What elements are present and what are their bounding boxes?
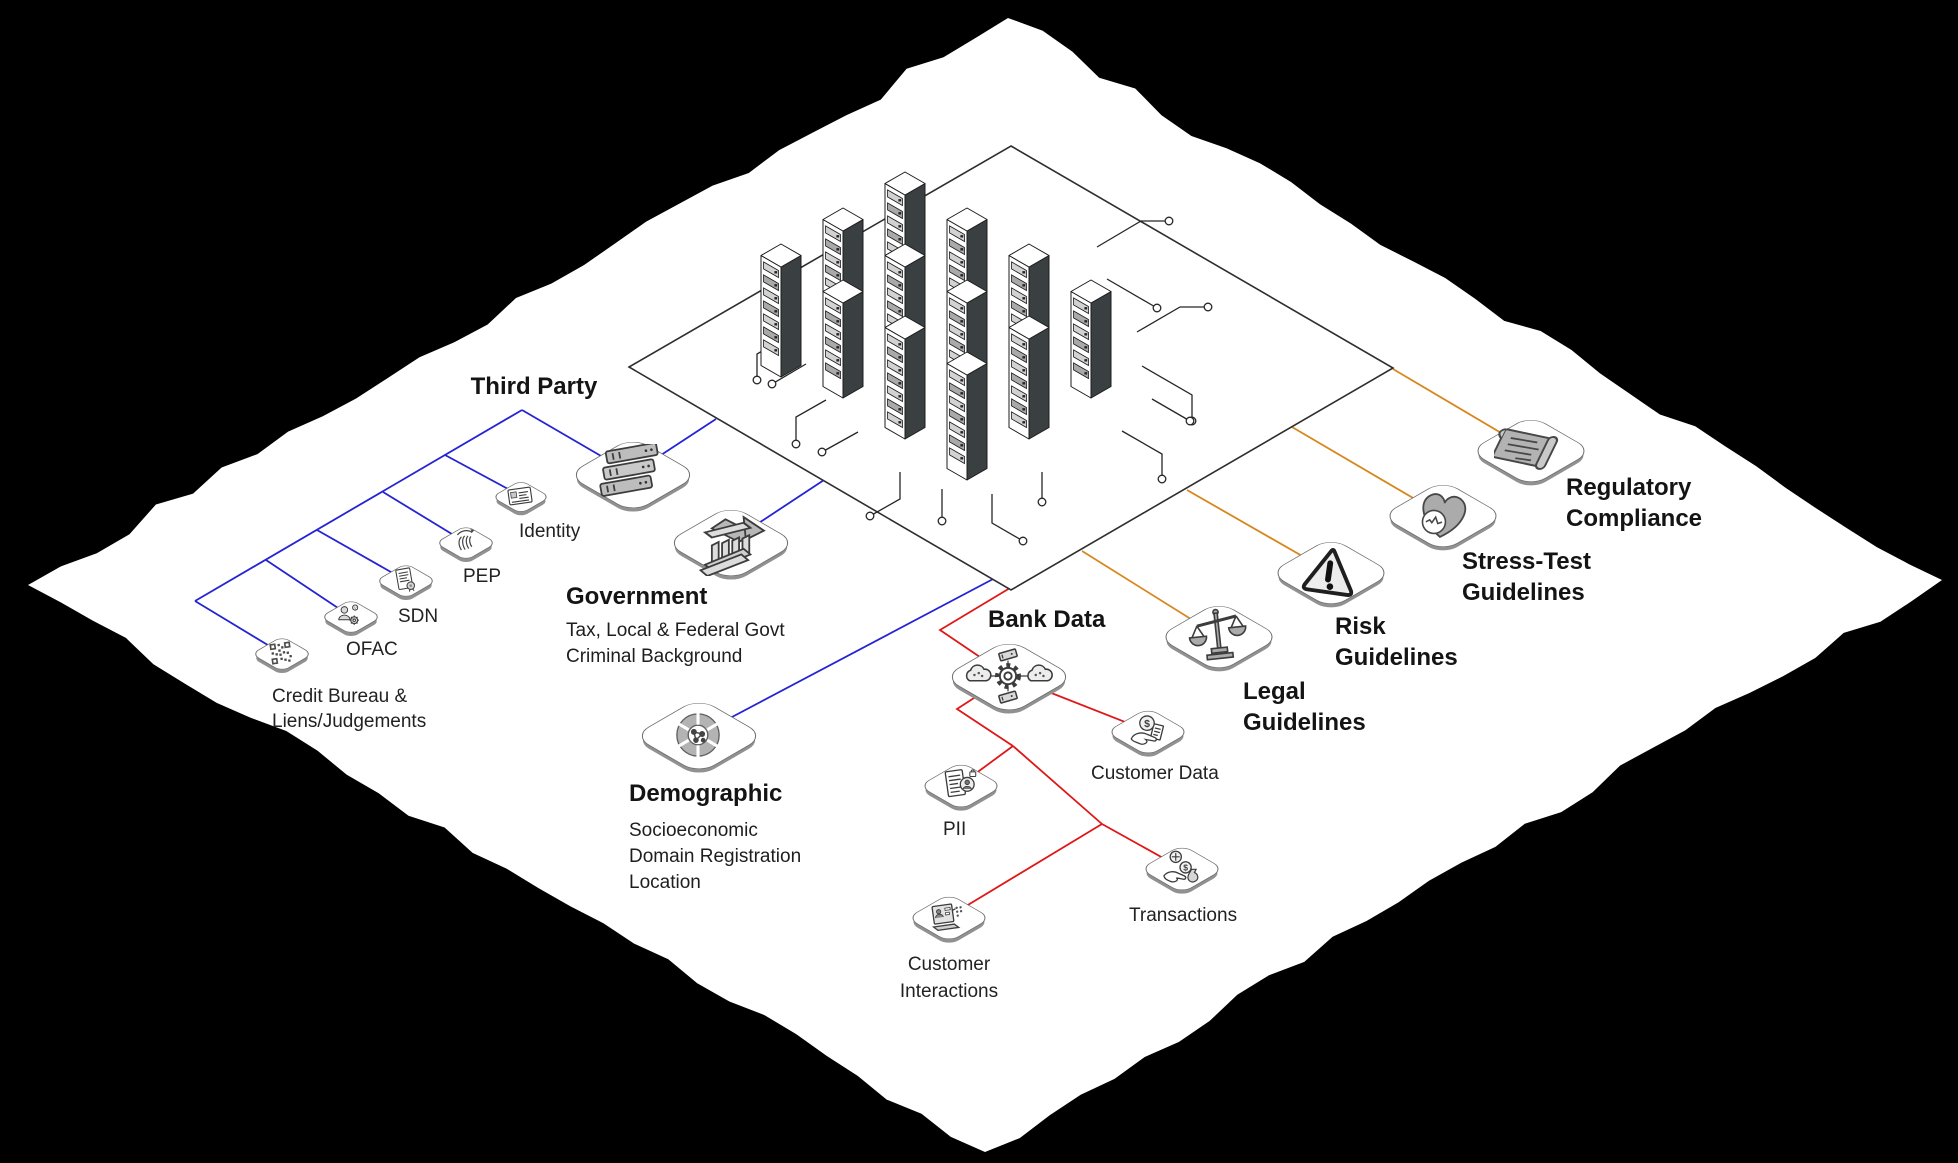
third-party-connector-lines: [194, 409, 996, 736]
legal-guidelines-label: Legal Guidelines: [1243, 678, 1366, 736]
person-network-icon: [338, 604, 359, 625]
node-risk: [1268, 529, 1394, 615]
node-credit-bureau: [250, 632, 314, 674]
scroll-icon: [1494, 428, 1559, 470]
stress-test-guidelines-label: Stress-Test Guidelines: [1462, 548, 1591, 606]
server-tower: [884, 315, 926, 440]
kiosk-icon: [931, 903, 963, 932]
node-legal: [1156, 593, 1282, 679]
risk-guidelines-label: Risk Guidelines: [1335, 613, 1458, 671]
transactions-label: Transactions: [1129, 905, 1238, 926]
customer-data-label: Customer Data: [1091, 763, 1219, 784]
node-regulatory: [1468, 407, 1594, 493]
svg-text:$: $: [1144, 718, 1150, 730]
coin-hand-icon: $: [1130, 715, 1165, 745]
pii-label: PII: [943, 819, 967, 840]
government-subtitle: Tax, Local & Federal Govt Criminal Backg…: [566, 620, 785, 667]
credit-bureau-label: Credit Bureau & Liens/Judgements: [272, 686, 427, 732]
node-pii: [918, 756, 1004, 814]
server-tower: [1070, 279, 1112, 399]
node-ofac: [319, 595, 383, 637]
node-third-party-hub: [566, 428, 700, 520]
node-sdn: [374, 559, 438, 601]
bank-building-icon: [698, 515, 766, 576]
node-customer-interactions: [906, 888, 992, 946]
node-stress-test: [1380, 472, 1506, 558]
scales-icon: [1188, 608, 1247, 661]
gear-clouds-icon: [965, 648, 1053, 704]
warning-triangle-icon: [1301, 548, 1354, 597]
fingerprint-icon: [456, 528, 475, 551]
server-tower: [1008, 315, 1050, 440]
demographic-title: Demographic: [629, 780, 783, 807]
node-transactions: $: [1139, 839, 1225, 897]
server-tower: [946, 351, 988, 481]
node-customer-data: $: [1105, 702, 1191, 760]
donut-chart-icon: [676, 712, 720, 758]
heart-pulse-icon: [1421, 493, 1467, 538]
node-identity: [491, 476, 551, 516]
svg-text:$: $: [1183, 863, 1188, 873]
pep-label: PEP: [463, 566, 502, 587]
identity-label: Identity: [519, 521, 581, 542]
server-stack-icon: [599, 444, 659, 497]
government-title: Government: [566, 583, 708, 610]
document-lock-icon: [944, 769, 977, 798]
sdn-label: SDN: [398, 606, 439, 627]
money-exchange-icon: $: [1163, 850, 1199, 883]
document-seal-icon: [395, 567, 416, 592]
regulatory-compliance-label: Regulatory Compliance: [1566, 474, 1703, 532]
qr-code-icon: [269, 641, 292, 665]
id-card-icon: [507, 486, 533, 506]
bank-data-title: Bank Data: [988, 606, 1106, 633]
server-tower: [822, 279, 864, 399]
node-pep: [434, 521, 498, 563]
node-demographic-hub: [632, 689, 766, 781]
customer-interactions-label: Customer Interactions: [899, 954, 999, 1002]
server-cluster: [760, 171, 1112, 481]
node-government-hub: [664, 496, 798, 588]
demographic-subtitle: Socioeconomic Domain Registration Locati…: [629, 820, 802, 893]
server-tower: [760, 243, 802, 378]
node-bank-data-hub: [942, 630, 1076, 722]
ofac-label: OFAC: [346, 639, 398, 660]
paper-sheet: [28, 18, 1942, 1152]
third-party-title: Third Party: [470, 373, 598, 400]
